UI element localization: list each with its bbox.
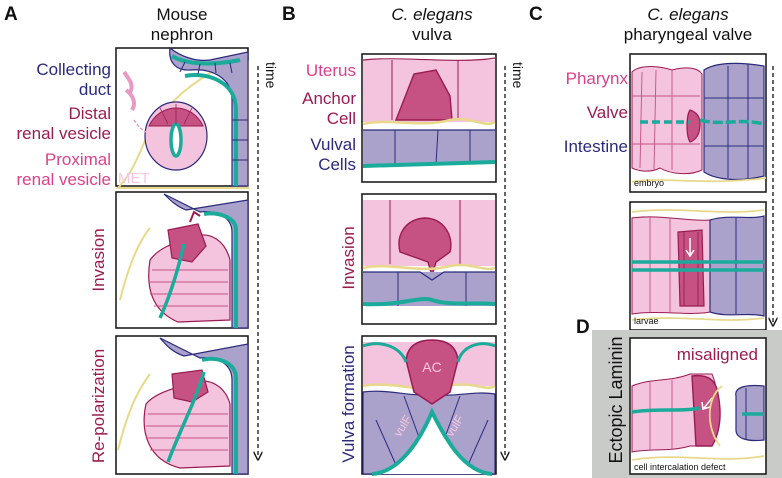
vulva-stage-1 bbox=[361, 53, 497, 183]
label-proximal-1: Proximal bbox=[45, 150, 111, 169]
panel-c: C C. elegans pharyngeal valve Pharynx Va… bbox=[529, 4, 773, 331]
time-label-b: time bbox=[510, 62, 526, 89]
label-pharynx: Pharynx bbox=[566, 69, 629, 88]
label-distal-2: renal vesicle bbox=[17, 124, 112, 143]
nephron-stage-3 bbox=[115, 335, 249, 475]
label-collecting-duct-1: Collecting bbox=[36, 60, 111, 79]
panel-c-title-2: pharyngeal valve bbox=[624, 25, 753, 44]
valve-larvae: larvae bbox=[629, 201, 767, 331]
nephron-stage-1: MET bbox=[115, 46, 249, 189]
panel-c-title-1: C. elegans bbox=[647, 5, 729, 24]
ectopic-laminin-label: Ectopic Laminin bbox=[606, 336, 626, 463]
nephron-stage-2 bbox=[115, 191, 249, 329]
label-proximal-2: renal vesicle bbox=[17, 170, 112, 189]
valve-embryo: embryo bbox=[629, 53, 767, 193]
label-met: MET bbox=[118, 170, 150, 187]
panel-letter-b: B bbox=[282, 4, 296, 25]
vulva-stage-2 bbox=[361, 193, 497, 325]
label-larvae: larvae bbox=[634, 316, 659, 326]
panel-b: B C. elegans vulva Uterus Anchor Cell Vu… bbox=[282, 4, 526, 476]
label-vulval-1: Vulval bbox=[310, 135, 356, 154]
panel-b-title-2: vulva bbox=[412, 25, 452, 44]
stage-label-vulva-formation: Vulva formation bbox=[339, 345, 358, 462]
label-anchor-2: Cell bbox=[327, 109, 356, 128]
label-vulval-2: Cells bbox=[318, 155, 356, 174]
panel-a-title-2: nephron bbox=[151, 25, 213, 44]
vulva-stage-3: AC vulF vulF bbox=[361, 335, 497, 476]
stage-label-invasion-b: Invasion bbox=[339, 226, 358, 289]
panel-letter-a: A bbox=[4, 4, 18, 25]
stage-label-repolarization-a: Re-polarization bbox=[89, 349, 108, 463]
label-anchor-1: Anchor bbox=[302, 89, 356, 108]
panel-a-title-1: Mouse bbox=[156, 5, 207, 24]
label-uterus: Uterus bbox=[306, 61, 356, 80]
panel-a: A Mouse nephron Collecting duct Distal r… bbox=[4, 4, 279, 475]
panel-letter-d: D bbox=[576, 317, 590, 338]
label-ac: AC bbox=[422, 359, 441, 375]
label-collecting-duct-2: duct bbox=[79, 80, 111, 99]
time-label-a: time bbox=[263, 62, 279, 89]
panel-b-title-1: C. elegans bbox=[391, 5, 473, 24]
label-intestine: Intestine bbox=[564, 137, 628, 156]
panel-letter-c: C bbox=[529, 4, 543, 25]
label-misaligned: misaligned bbox=[677, 345, 758, 364]
panel-d: D Ectopic Laminin misaligned cell interc… bbox=[576, 317, 782, 478]
valve-misaligned: misaligned cell intercalation defect bbox=[629, 337, 767, 475]
label-distal-1: Distal bbox=[68, 104, 111, 123]
caption-intercalation-defect: cell intercalation defect bbox=[634, 462, 726, 472]
stage-label-invasion-a: Invasion bbox=[89, 228, 108, 291]
label-valve: Valve bbox=[587, 103, 628, 122]
label-embryo: embryo bbox=[634, 178, 664, 188]
